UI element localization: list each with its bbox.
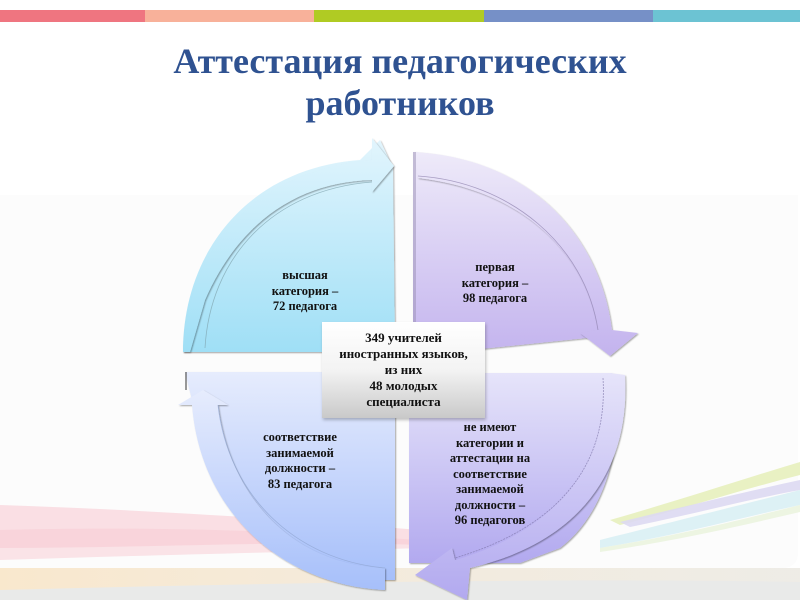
label-top-left: высшая категория – 72 педагога [250,268,360,315]
title-line-2: работников [305,83,495,123]
quadrant-bottom-left [178,372,395,590]
label-top-right: первая категория – 98 педагога [430,260,560,307]
label-line: соответствие [453,466,527,481]
label-line: соответствие [263,430,337,444]
page-title: Аттестация педагогических работников [100,40,700,124]
label-line: 83 педагога [267,476,333,491]
center-line: 48 молодых [369,378,438,393]
color-bar-segment-red [0,10,145,22]
quadrant-top-right [413,152,638,356]
label-line: категории и [456,435,524,450]
label-line: первая [475,260,515,274]
label-line: высшая [282,268,328,282]
center-line: из них [384,362,423,377]
label-line: должности – [264,461,336,475]
label-bottom-left: соответствие занимаемой должности – 83 п… [245,430,355,492]
center-line: специалиста [366,394,441,409]
quadrant-bottom-right [409,373,626,600]
color-bar-segment-cyan [653,10,800,22]
label-line: категория – [271,283,339,298]
label-line: не имеют [463,420,517,434]
center-line: иностранных языков, [339,346,468,361]
center-line: 349 учителей [365,330,442,345]
label-line: должности – [454,497,526,512]
color-bar-segment-green [314,10,484,22]
color-bar-segment-peach [145,10,314,22]
label-line: 96 педагогов [454,513,526,527]
label-line: 98 педагога [462,291,528,305]
title-line-1: Аттестация педагогических [173,41,627,81]
center-summary-box: 349 учителей иностранных языков, из них … [322,322,485,418]
label-bottom-right: не имеют категории и аттестации на соотв… [430,420,550,529]
label-line: 72 педагога [272,299,338,313]
label-line: аттестации на [449,451,531,465]
label-line: категория – [461,275,529,290]
label-line: занимаемой [266,445,334,460]
quadrant-top-left [183,138,395,352]
color-bar-segment-blue [484,10,653,22]
label-line: занимаемой [456,482,524,496]
top-color-bar [0,10,800,22]
